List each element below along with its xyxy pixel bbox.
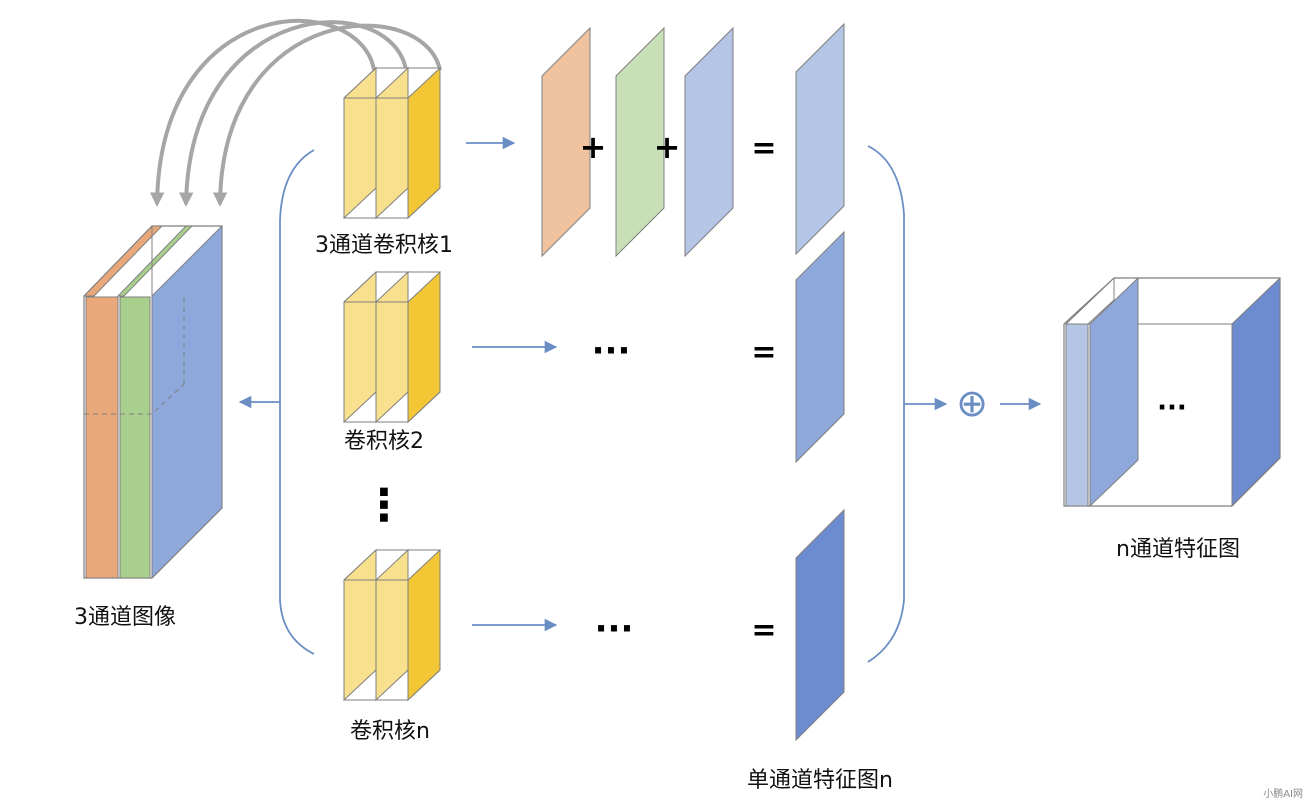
equals-sign-1: =: [751, 131, 776, 166]
input-image-label: 3通道图像: [74, 605, 176, 630]
kernel-n: [343, 548, 441, 702]
ellipsis-output: ···: [1157, 393, 1187, 423]
watermark: 小鹏AI网: [1263, 787, 1303, 800]
kernel-n-label: 卷积核n: [350, 719, 430, 744]
kernel-to-image-arrows: [149, 18, 442, 207]
kernel-2: [343, 270, 441, 424]
feature-maps-right-brace: [867, 145, 1042, 663]
vertical-dots: ⋮: [362, 480, 406, 531]
input-image-block: [82, 224, 223, 580]
direct-sum-icon: ⊕: [956, 381, 988, 425]
kernel-2-label: 卷积核2: [344, 429, 424, 454]
single-channel-maps-label: 单通道特征图n: [747, 768, 893, 793]
output-feature-map-block: [1063, 276, 1281, 508]
ellipsis-row-n: ···: [595, 609, 634, 649]
kernels-left-brace: [238, 149, 315, 655]
kernel-output-arrows: [466, 136, 558, 632]
plus-sign-1: +: [580, 128, 607, 166]
kernel-1-label: 3通道卷积核1: [315, 233, 453, 258]
channel-results: [541, 26, 734, 258]
equals-sign-n: =: [751, 613, 776, 648]
equals-sign-2: =: [751, 335, 776, 370]
ellipsis-row-2: ···: [592, 331, 631, 371]
single-channel-feature-maps: [795, 22, 845, 742]
plus-sign-2: +: [654, 128, 681, 166]
output-map-label: n通道特征图: [1116, 537, 1240, 562]
kernel-1: [343, 66, 441, 220]
